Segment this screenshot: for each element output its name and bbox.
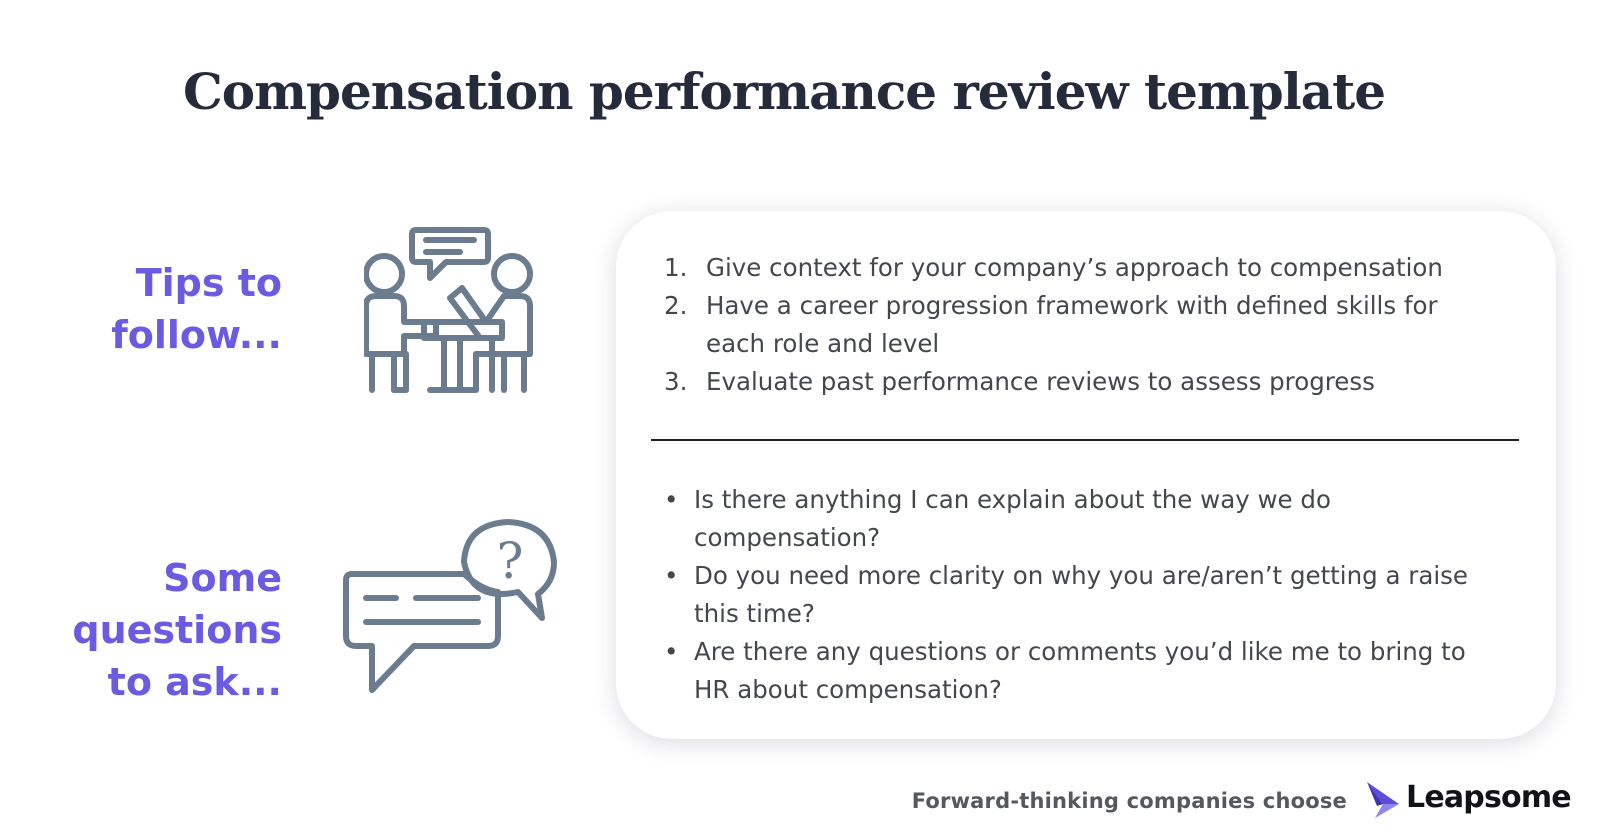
footer-tagline: Forward-thinking companies choose: [911, 789, 1347, 813]
svg-text:?: ?: [497, 532, 524, 590]
leapsome-logo-icon: [1367, 782, 1399, 818]
list-item: 2. Have a career progression framework w…: [664, 287, 1504, 363]
list-item-text: Are there any questions or comments you’…: [694, 637, 1466, 704]
tips-heading: Tips to follow...: [111, 257, 282, 361]
list-item: • Is there anything I can explain about …: [664, 481, 1484, 557]
question-chat-icon: ?: [343, 519, 557, 693]
content-card: 1. Give context for your company’s appro…: [616, 211, 1556, 739]
brand-name: Leapsome: [1406, 780, 1572, 815]
list-item: 1. Give context for your company’s appro…: [664, 249, 1504, 287]
questions-heading-line: Some: [163, 556, 282, 600]
section-divider: [651, 439, 1519, 441]
list-item-text: Is there anything I can explain about th…: [694, 485, 1331, 552]
page-title: Compensation performance review template: [182, 62, 1386, 121]
list-item-text: Have a career progression framework with…: [706, 291, 1438, 358]
tips-heading-line: Tips to: [135, 261, 282, 305]
list-item: 3. Evaluate past performance reviews to …: [664, 363, 1504, 401]
questions-heading: Some questions to ask...: [72, 552, 282, 708]
list-marker: 3.: [664, 367, 688, 396]
questions-heading-line: questions: [72, 608, 282, 652]
list-marker: 2.: [664, 291, 688, 320]
meeting-icon: [364, 227, 533, 393]
questions-list: • Is there anything I can explain about …: [664, 481, 1484, 709]
list-item-text: Give context for your company’s approach…: [706, 253, 1443, 282]
tips-heading-line: follow...: [111, 313, 282, 357]
list-item-text: Do you need more clarity on why you are/…: [694, 561, 1468, 628]
list-item-text: Evaluate past performance reviews to ass…: [706, 367, 1375, 396]
list-marker: •: [664, 637, 679, 666]
list-item: • Are there any questions or comments yo…: [664, 633, 1484, 709]
list-item: • Do you need more clarity on why you ar…: [664, 557, 1484, 633]
questions-heading-line: to ask...: [107, 660, 282, 704]
list-marker: •: [664, 485, 679, 514]
list-marker: •: [664, 561, 679, 590]
tips-list: 1. Give context for your company’s appro…: [664, 249, 1504, 401]
list-marker: 1.: [664, 253, 688, 282]
